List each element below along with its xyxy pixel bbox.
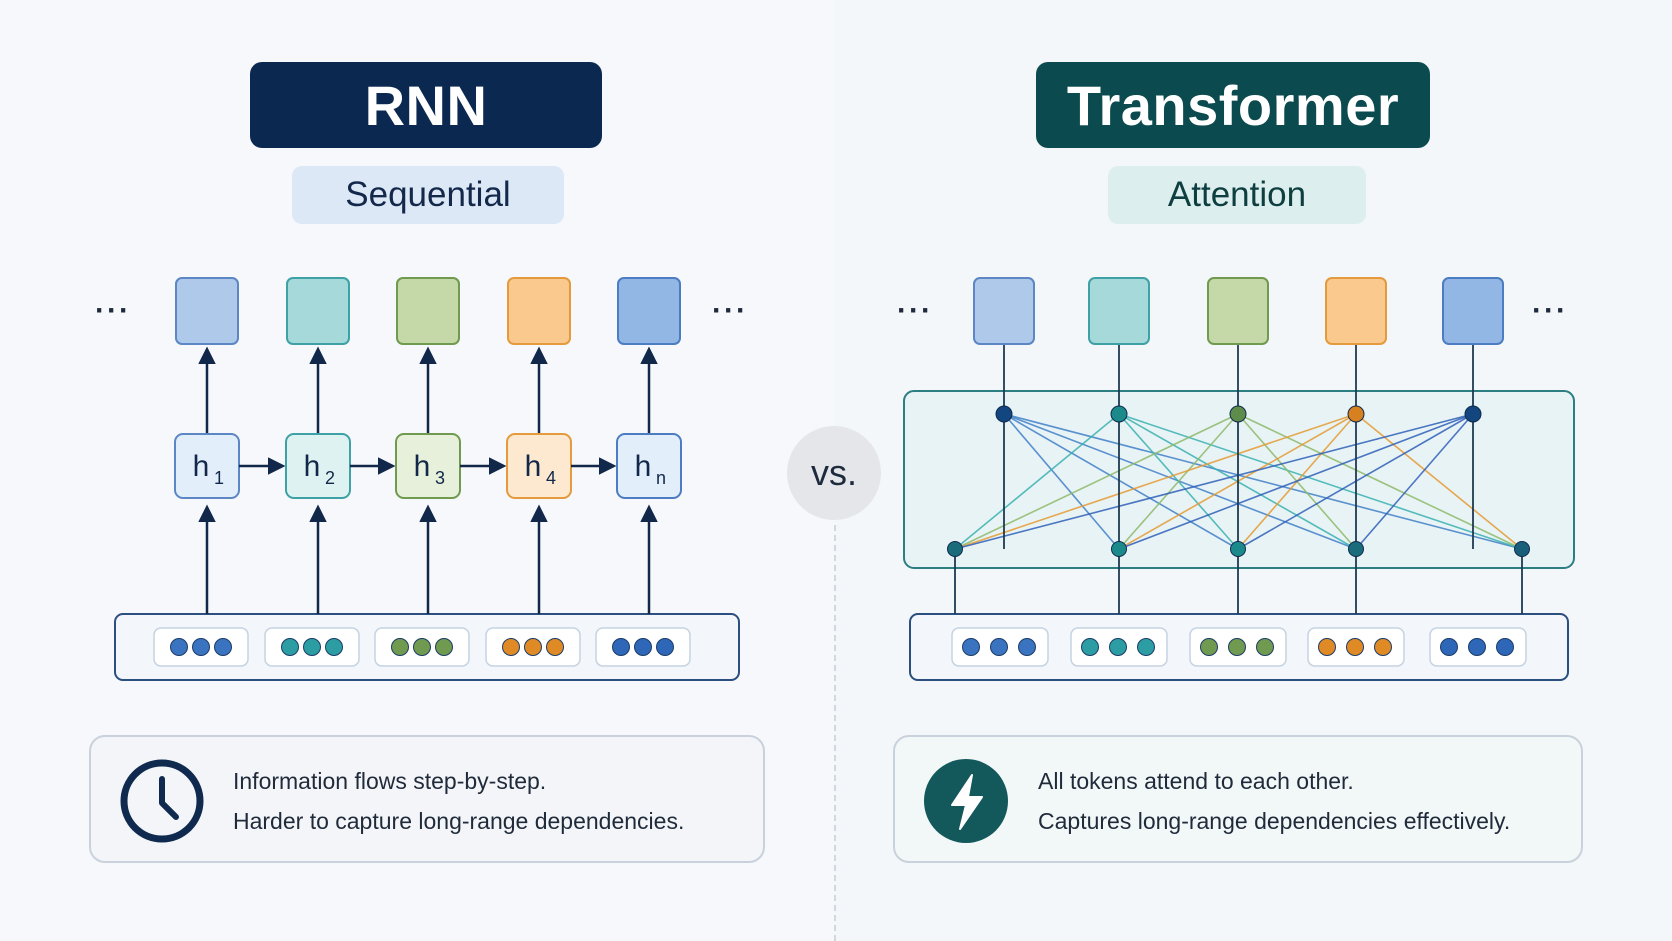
clock-icon	[120, 759, 204, 843]
attention-connection	[1237, 413, 1523, 550]
transformer-embedding-dot	[1081, 638, 1099, 656]
rnn-hidden-state-label: h	[193, 450, 210, 483]
transformer-embedding-dot	[990, 638, 1008, 656]
rnn-ellipsis-left: ···	[95, 294, 131, 327]
transformer-embedding-dot	[1468, 638, 1486, 656]
transformer-embedding-dot	[1346, 638, 1364, 656]
attention-connection	[1118, 413, 1239, 550]
rnn-hidden-state-label: h	[525, 450, 542, 483]
transformer-embedding-dot	[1496, 638, 1514, 656]
vs-badge: vs.	[787, 426, 881, 520]
rnn-ellipsis-right: ···	[712, 294, 748, 327]
rnn-hidden-state-label: h	[414, 450, 431, 483]
transformer-description-line2: Captures long-range dependencies effecti…	[1038, 808, 1511, 834]
transformer-embedding-dot	[1200, 638, 1218, 656]
rnn-embedding-dot	[546, 638, 564, 656]
rnn-embedding-dot	[391, 638, 409, 656]
lightning-icon	[924, 759, 1008, 843]
rnn-title: RNN	[250, 62, 602, 148]
transformer-description: All tokens attend to each other. Capture…	[1038, 761, 1510, 841]
rnn-embedding-dot	[612, 638, 630, 656]
transformer-embedding-dot	[1137, 638, 1155, 656]
transformer-subtitle: Attention	[1108, 166, 1366, 224]
transformer-output-token	[1207, 277, 1269, 345]
attention-connection	[1003, 413, 1523, 550]
rnn-hidden-state-subscript: 2	[325, 468, 335, 488]
transformer-output-token	[973, 277, 1035, 345]
transformer-title: Transformer	[1036, 62, 1430, 148]
rnn-subtitle: Sequential	[292, 166, 564, 224]
transformer-ellipsis-right: ···	[1532, 294, 1568, 327]
attention-top-node	[1464, 405, 1482, 423]
rnn-hidden-state-subscript: n	[656, 468, 666, 488]
transformer-embedding-dot	[1109, 638, 1127, 656]
attention-connection	[954, 413, 1474, 550]
rnn-hidden-state-label: h	[635, 450, 652, 483]
rnn-embedding-dot	[413, 638, 431, 656]
rnn-output-token	[286, 277, 350, 345]
attention-top-node	[1347, 405, 1365, 423]
attention-bottom-node	[947, 541, 963, 557]
rnn-hidden-state-label: h	[304, 450, 321, 483]
transformer-description-card	[893, 735, 1583, 863]
attention-bottom-node	[1514, 541, 1530, 557]
rnn-description-line2: Harder to capture long-range dependencie…	[233, 808, 685, 834]
attention-connection	[1118, 413, 1523, 550]
transformer-output-token	[1442, 277, 1504, 345]
transformer-diagram	[903, 277, 1575, 681]
rnn-description-line1: Information flows step-by-step.	[233, 768, 547, 794]
attention-connection	[954, 413, 1239, 550]
attention-top-node	[1110, 405, 1128, 423]
attention-connection	[1003, 413, 1239, 550]
transformer-description-line1: All tokens attend to each other.	[1038, 768, 1354, 794]
attention-connection	[1355, 413, 1474, 550]
rnn-output-token	[507, 277, 571, 345]
transformer-embedding-dot	[1440, 638, 1458, 656]
rnn-embedding-dot	[192, 638, 210, 656]
attention-bottom-node	[1230, 541, 1246, 557]
rnn-embedding-dot	[524, 638, 542, 656]
rnn-embedding-dot	[214, 638, 232, 656]
rnn-hidden-state-subscript: 4	[546, 468, 556, 488]
rnn-embedding-dot	[656, 638, 674, 656]
panel-divider	[834, 525, 836, 941]
rnn-embedding-dot	[281, 638, 299, 656]
rnn-hidden-state-subscript: 3	[435, 468, 445, 488]
rnn-embedding-dot	[435, 638, 453, 656]
transformer-embedding-dot	[1318, 638, 1336, 656]
rnn-embedding-dot	[325, 638, 343, 656]
attention-top-node	[1229, 405, 1247, 423]
attention-top-node	[995, 405, 1013, 423]
transformer-output-token	[1088, 277, 1150, 345]
transformer-output-token	[1325, 277, 1387, 345]
attention-bottom-node	[1348, 541, 1364, 557]
attention-bottom-node	[1111, 541, 1127, 557]
rnn-hidden-state-box	[616, 433, 682, 499]
rnn-embedding-dot	[170, 638, 188, 656]
rnn-hidden-state-subscript: 1	[214, 468, 224, 488]
rnn-output-token	[617, 277, 681, 345]
transformer-embedding-dot	[1228, 638, 1246, 656]
rnn-output-token	[175, 277, 239, 345]
transformer-ellipsis-left: ···	[897, 294, 933, 327]
rnn-embedding-dot	[303, 638, 321, 656]
attention-layer-box	[903, 390, 1575, 569]
rnn-embedding-dot	[502, 638, 520, 656]
transformer-embedding-dot	[1018, 638, 1036, 656]
transformer-embedding-dot	[962, 638, 980, 656]
rnn-output-token	[396, 277, 460, 345]
transformer-embedding-dot	[1374, 638, 1392, 656]
rnn-embedding-dot	[634, 638, 652, 656]
attention-connection	[1118, 413, 1474, 550]
attention-connection	[954, 413, 1120, 550]
attention-connection	[1003, 413, 1120, 550]
attention-connection	[954, 413, 1357, 550]
rnn-description: Information flows step-by-step. Harder t…	[233, 761, 684, 841]
attention-connection	[1003, 413, 1357, 550]
transformer-embedding-dot	[1256, 638, 1274, 656]
